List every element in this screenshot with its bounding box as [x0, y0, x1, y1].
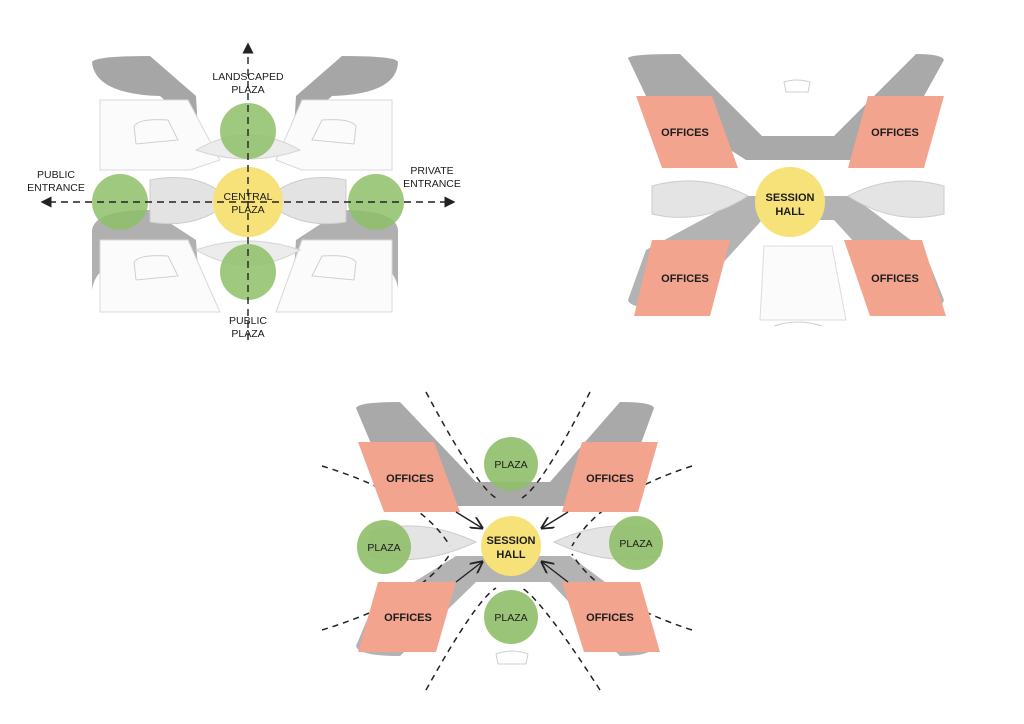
label-landscaped-plaza: PLAZA — [231, 84, 264, 96]
office-block-tr — [848, 96, 944, 168]
label-public-plaza: PLAZA — [231, 328, 264, 340]
office-block-bl — [634, 240, 730, 316]
plaza-circle-right — [609, 516, 663, 570]
guide-curve-right-bottom — [571, 553, 693, 631]
public-entrance-circle — [92, 174, 148, 230]
label-central: CENTRAL — [223, 191, 272, 203]
office-label-br: OFFICES — [586, 612, 634, 624]
office-label-tl: OFFICES — [386, 473, 434, 485]
plaza-label-right: PLAZA — [619, 538, 652, 550]
arrow-from-tl — [455, 511, 482, 528]
label-central-plaza: PLAZA — [231, 204, 264, 216]
private-entrance-circle — [348, 174, 404, 230]
office-label-bl: OFFICES — [661, 273, 709, 285]
office-label-bl: OFFICES — [384, 612, 432, 624]
plaza-circle-top — [484, 437, 538, 491]
plaza-circle-left — [357, 520, 411, 574]
diagram-combined: OFFICES OFFICES OFFICES OFFICES PLAZA PL… — [321, 391, 693, 691]
office-block-br — [844, 240, 946, 316]
label-public: PUBLIC — [37, 169, 75, 181]
office-label-tr: OFFICES — [586, 473, 634, 485]
label-private: PRIVATE — [410, 165, 453, 177]
guide-curve-top-right — [521, 391, 591, 499]
office-block-bl — [358, 582, 456, 652]
plaza-label-top: PLAZA — [494, 459, 527, 471]
office-block-tl — [358, 442, 460, 512]
office-block-tl — [636, 96, 738, 168]
guide-curve-left-bottom — [321, 553, 451, 631]
session-hall-circle — [481, 516, 541, 576]
label-landscaped: LANDSCAPED — [212, 71, 284, 83]
office-block-br — [562, 582, 660, 652]
office-label-tr: OFFICES — [871, 127, 919, 139]
label-public-entrance: ENTRANCE — [27, 182, 85, 194]
arrows — [455, 511, 569, 583]
session-hall-circle — [755, 167, 825, 237]
guide-curve-bottom-left — [425, 587, 497, 691]
hall-label: HALL — [775, 206, 805, 218]
label-public-bottom: PUBLIC — [229, 315, 267, 327]
diagram-circulation: LANDSCAPED PLAZA PUBLIC ENTRANCE PRIVATE… — [27, 42, 461, 340]
public-plaza-circle — [220, 244, 276, 300]
hall-label: HALL — [496, 549, 526, 561]
arrow-from-br — [542, 562, 569, 583]
plaza-label-bottom: PLAZA — [494, 612, 527, 624]
guide-curve-right-top — [571, 465, 693, 547]
arrow-from-tr — [542, 511, 569, 528]
session-label: SESSION — [766, 192, 815, 204]
plaza-label-left: PLAZA — [367, 542, 400, 554]
guide-curve-bottom-right — [521, 587, 601, 691]
label-private-entrance: ENTRANCE — [403, 178, 461, 190]
arrow-from-bl — [455, 562, 482, 583]
session-label: SESSION — [487, 535, 536, 547]
office-label-br: OFFICES — [871, 273, 919, 285]
office-block-tr — [562, 442, 658, 512]
plaza-circle-bottom — [484, 590, 538, 644]
office-label-tl: OFFICES — [661, 127, 709, 139]
guide-curve-top-left — [425, 391, 497, 499]
diagram-program: OFFICES OFFICES OFFICES OFFICES SESSION … — [628, 54, 946, 327]
